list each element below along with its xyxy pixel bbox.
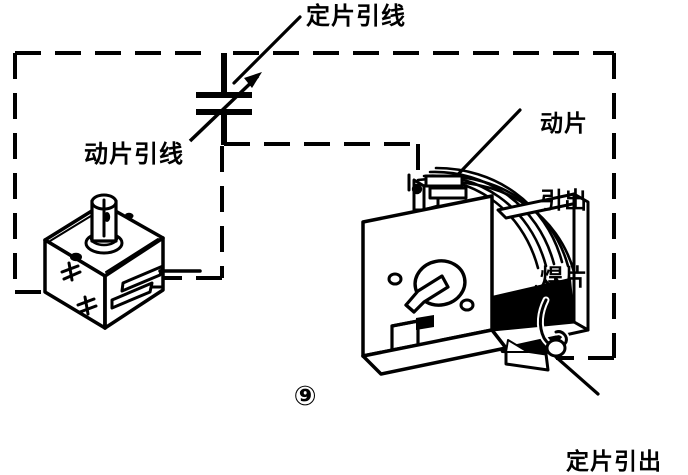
rotor-solder-tab-label-line2: 引出: [540, 187, 588, 214]
rotor-solder-tab-label: 动片 引出 焊片: [540, 60, 588, 343]
stator-solder-tab-label-line1: 定片引出: [566, 448, 662, 475]
large-capacitor-stator-tab: [536, 296, 570, 358]
rotor-solder-tab-label-line3: 焊片: [540, 265, 588, 291]
small-trimmer-capacitor: [43, 193, 202, 330]
leader-stator-solder-tab: [554, 355, 600, 396]
capacitor-shaft: [404, 259, 467, 314]
variable-capacitor-symbol: [188, 53, 260, 145]
variable-capacitor-arrowhead: [244, 72, 262, 88]
large-capacitor-rotor-tab: [412, 174, 468, 212]
large-air-variable-capacitor: [361, 166, 590, 376]
stator-solder-tab-label: 定片引出 焊片: [566, 398, 662, 475]
figure-number: ⑨: [293, 380, 317, 412]
rotor-lead-label: 动片引线: [84, 140, 184, 168]
rotor-solder-tab-label-line1: 动片: [540, 110, 588, 137]
mounting-hole-right: [459, 298, 475, 312]
mounting-hole-left: [387, 272, 403, 286]
rotor-tab-solder-dot: [411, 183, 423, 195]
leader-stator-lead: [232, 15, 302, 85]
stator-lead-label: 定片引线: [306, 2, 406, 30]
